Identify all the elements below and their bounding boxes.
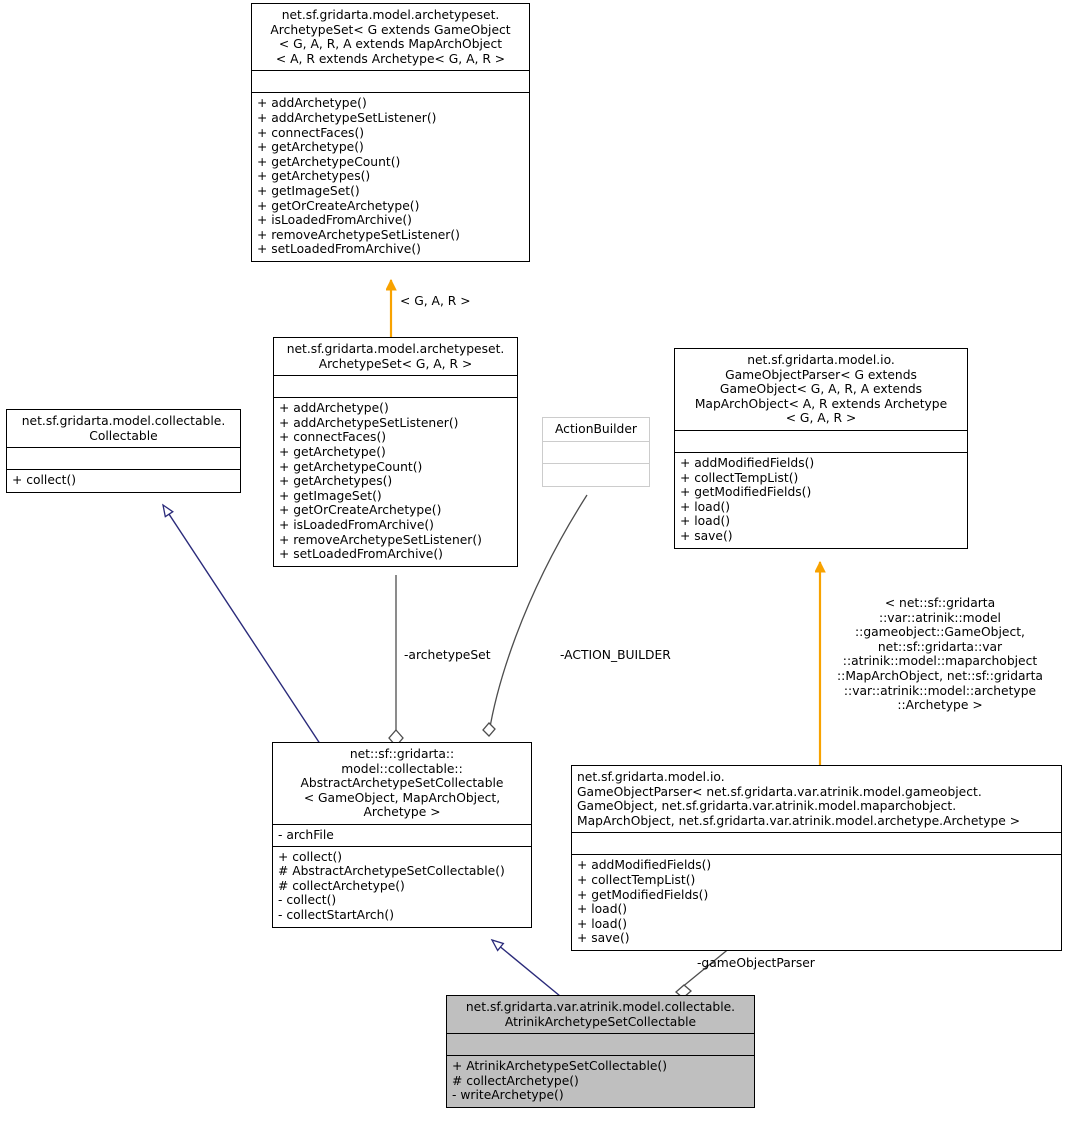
edge-label-archetypeset: -archetypeSet — [404, 648, 491, 662]
class-title: ActionBuilder — [543, 418, 649, 442]
class-archetypeset-generic[interactable]: net.sf.gridarta.model.archetypeset. Arch… — [251, 3, 530, 262]
class-operations: + addModifiedFields() + collectTempList(… — [577, 858, 712, 946]
class-title: net.sf.gridarta.var.atrinik.model.collec… — [447, 996, 754, 1035]
class-title: net::sf::gridarta:: model::collectable::… — [273, 743, 531, 825]
class-title: net.sf.gridarta.model.io. GameObjectPars… — [572, 766, 1061, 834]
class-attributes — [274, 376, 517, 399]
edge-label-action-builder: -ACTION_BUILDER — [560, 648, 671, 662]
class-operations: + addArchetype() + addArchetypeSetListen… — [279, 401, 482, 562]
class-operations: + addModifiedFields() + collectTempList(… — [680, 455, 815, 543]
class-attributes — [447, 1034, 754, 1057]
class-title: net.sf.gridarta.model.io. GameObjectPars… — [675, 349, 967, 431]
class-actionbuilder[interactable]: ActionBuilder — [542, 417, 650, 487]
class-title: net.sf.gridarta.model.collectable. Colle… — [7, 410, 240, 449]
class-operations: + collect() # AbstractArchetypeSetCollec… — [278, 849, 505, 922]
edge-label-template-binding-archetypeset: < G, A, R > — [400, 294, 471, 308]
class-operations: + collect() — [12, 473, 77, 488]
class-gameobjectparser-atrinik[interactable]: net.sf.gridarta.model.io. GameObjectPars… — [571, 765, 1062, 951]
class-title: net.sf.gridarta.model.archetypeset. Arch… — [252, 4, 529, 72]
class-attributes — [7, 448, 240, 471]
class-operations — [543, 464, 649, 486]
class-operations: + AtrinikArchetypeSetCollectable() # col… — [452, 1059, 668, 1103]
class-attributes — [675, 431, 967, 453]
class-title: net.sf.gridarta.model.archetypeset. Arch… — [274, 338, 517, 377]
edge-label-template-binding-gameobjectparser: < net::sf::gridarta ::var::atrinik::mode… — [837, 596, 1043, 713]
class-attributes — [543, 442, 649, 464]
class-gameobjectparser-generic[interactable]: net.sf.gridarta.model.io. GameObjectPars… — [674, 348, 968, 549]
edge-inheritance-abstract — [490, 938, 561, 997]
class-collectable[interactable]: net.sf.gridarta.model.collectable. Colle… — [6, 409, 241, 493]
class-attributes — [252, 71, 529, 94]
class-archetypeset-gar[interactable]: net.sf.gridarta.model.archetypeset. Arch… — [273, 337, 518, 567]
class-attributes: - archFile — [273, 825, 531, 847]
class-operations: + addArchetype() + addArchetypeSetListen… — [257, 96, 460, 257]
class-abstract-archetypeset-collectable[interactable]: net::sf::gridarta:: model::collectable::… — [272, 742, 532, 928]
class-atrinik-archetypeset-collectable[interactable]: net.sf.gridarta.var.atrinik.model.collec… — [446, 995, 755, 1108]
edge-aggregation-archetypeset — [388, 575, 404, 747]
class-attributes — [572, 833, 1061, 856]
edge-label-gameobject-parser: -gameObjectParser — [697, 956, 815, 970]
